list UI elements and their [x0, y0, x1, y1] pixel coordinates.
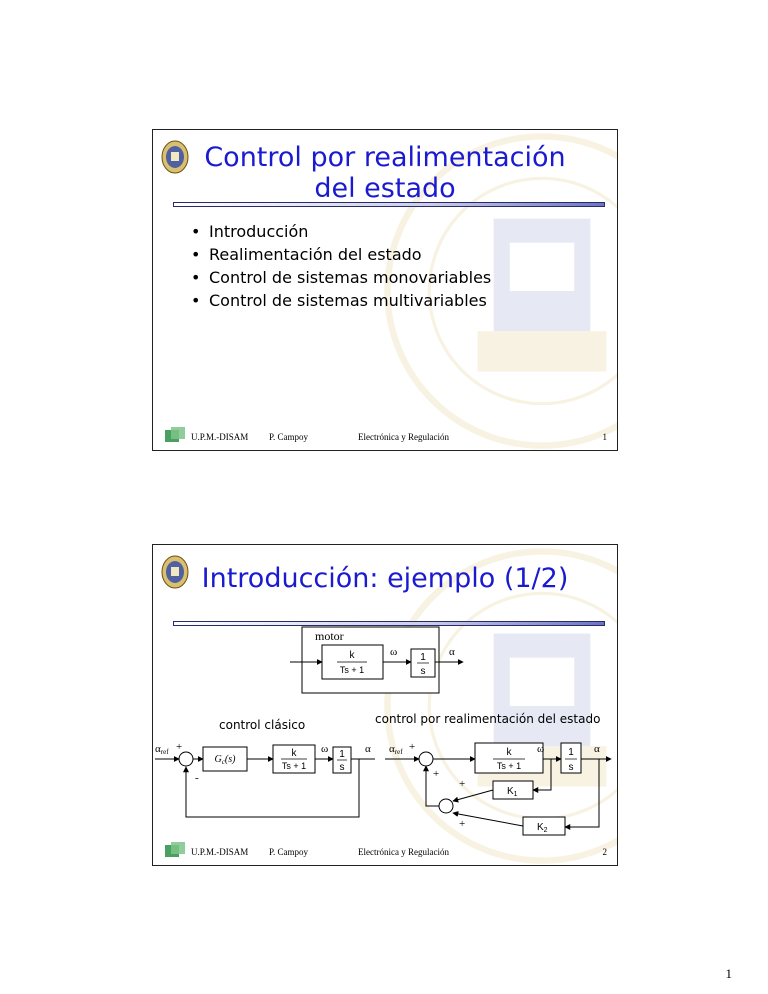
- footer-slide-number: 2: [602, 847, 608, 857]
- state-feedback-caption: control por realimentación del estado: [375, 712, 600, 726]
- integrator-numerator: 1: [568, 747, 574, 758]
- omega-label: ω: [390, 646, 397, 658]
- integrator-numerator: 1: [339, 749, 345, 760]
- university-seal-icon: [161, 140, 189, 174]
- footer-author: P. Campoy: [269, 432, 309, 442]
- alpha-label: α: [594, 743, 600, 755]
- bullet-list: Introducción Realimentación del estado C…: [191, 220, 491, 312]
- disam-logo-icon: [165, 842, 185, 857]
- disam-logo-icon: [165, 427, 185, 442]
- plus-sign: +: [433, 768, 439, 780]
- university-seal-icon: [161, 555, 189, 589]
- footer-course: Electrónica y Regulación: [358, 432, 449, 442]
- slide-title: Introducción: ejemplo (1/2): [201, 563, 569, 594]
- plus-sign: +: [409, 741, 415, 753]
- page-number: 1: [725, 966, 733, 981]
- integrator-numerator: 1: [420, 652, 426, 663]
- integrator-denominator: s: [569, 762, 574, 773]
- bullet-item: Introducción: [191, 220, 491, 243]
- tf-numerator: k: [350, 650, 356, 661]
- classic-control-loop: αref + - Gc(s) k Ts + 1 ω 1 s α: [155, 741, 375, 818]
- slide-1: Control por realimentación del estado In…: [152, 129, 618, 451]
- alpha-label: α: [365, 743, 371, 755]
- plus-sign: +: [176, 741, 182, 753]
- footer-slide-number: 1: [602, 432, 608, 442]
- gain-k1-label: K1: [507, 786, 518, 798]
- block-diagram: motor k Ts + 1 ω 1 s α control clásico c…: [155, 626, 612, 836]
- omega-label: ω: [537, 743, 544, 755]
- tf-numerator: k: [292, 748, 298, 759]
- slide-title-line-2: del estado: [314, 173, 456, 204]
- slide-title-line-1: Control por realimentación: [204, 142, 566, 173]
- footer-course: Electrónica y Regulación: [358, 847, 449, 857]
- footer-author: P. Campoy: [269, 847, 309, 857]
- minus-sign: -: [195, 772, 199, 784]
- state-feedback-loop: αref + + k Ts + 1 ω 1 s α K1 +: [385, 741, 612, 836]
- plus-sign: +: [459, 778, 465, 790]
- footer-org: U.P.M.-DISAM: [191, 847, 249, 857]
- tf-numerator: k: [507, 747, 513, 758]
- alpha-ref-label: αref: [155, 743, 169, 756]
- bullet-item: Control de sistemas monovariables: [191, 266, 491, 289]
- omega-label: ω: [321, 743, 328, 755]
- tf-denominator: Ts + 1: [282, 761, 306, 771]
- integrator-denominator: s: [421, 666, 426, 677]
- motor-label: motor: [315, 629, 344, 643]
- slide-2: Introducción: ejemplo (1/2) motor k Ts +…: [152, 544, 618, 866]
- tf-denominator: Ts + 1: [340, 665, 364, 675]
- bullet-item: Realimentación del estado: [191, 243, 491, 266]
- integrator-denominator: s: [340, 762, 345, 773]
- alpha-label: α: [449, 646, 455, 658]
- title-divider: [173, 202, 605, 207]
- gain-k2-label: K2: [537, 822, 548, 834]
- motor-block: motor k Ts + 1 ω 1 s α: [290, 626, 464, 694]
- university-seal-watermark: [384, 133, 617, 449]
- plus-sign: +: [459, 818, 465, 830]
- footer-org: U.P.M.-DISAM: [191, 432, 249, 442]
- slide-title: Control por realimentación del estado: [173, 142, 597, 204]
- alpha-ref-label: αref: [389, 743, 403, 756]
- classic-control-caption: control clásico: [219, 718, 305, 732]
- controller-label: Gc(s): [215, 754, 237, 766]
- title-divider: [173, 621, 605, 626]
- bullet-item: Control de sistemas multivariables: [191, 289, 491, 312]
- tf-denominator: Ts + 1: [497, 761, 521, 771]
